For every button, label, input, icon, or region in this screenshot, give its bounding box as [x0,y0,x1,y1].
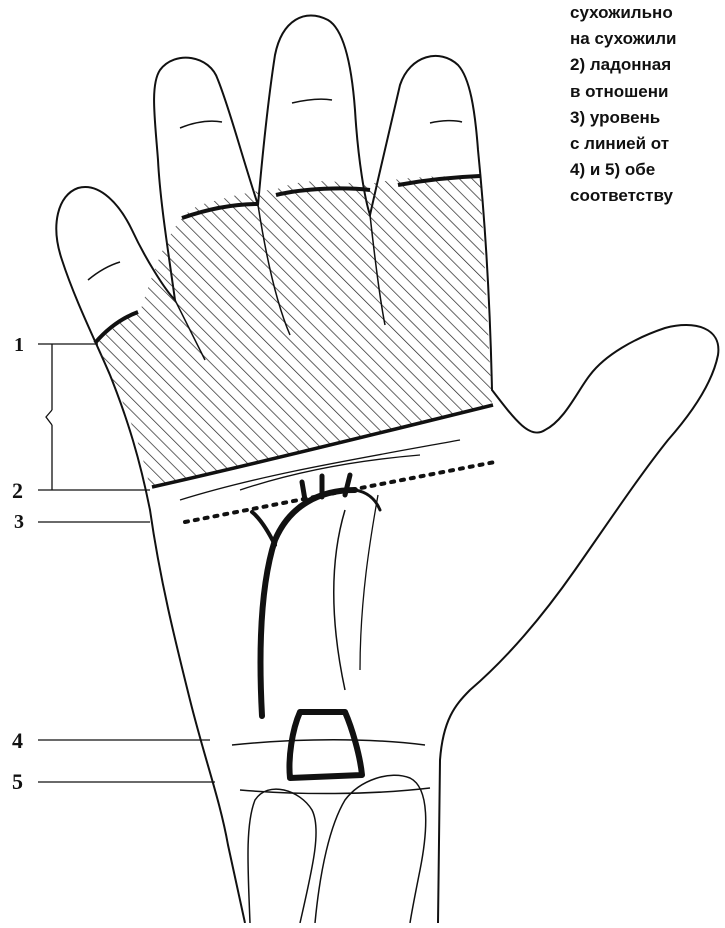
thenar-crease-2 [360,495,378,670]
caption-line-6: с линией от [570,131,725,157]
ulna-bone [315,775,426,923]
hatched-palm-zone [95,176,492,488]
thenar-crease [334,510,345,690]
caption-line-1: сухожильно [570,0,725,26]
caption-line-8: соответству [570,183,725,209]
bracket-notch [46,410,52,425]
caption-line-3: 2) ладонная [570,52,725,78]
tendon-branch-up-1 [302,482,305,500]
finger-crease-ring [292,99,332,103]
caption-line-5: 3) уровень [570,105,725,131]
level-label-3: 3 [14,512,24,532]
caption-line-4: в отношени [570,79,725,105]
level-label-1: 1 [14,335,24,355]
finger-crease-index [88,262,120,280]
level-label-4: 4 [12,731,23,751]
finger-crease-little [430,121,462,123]
finger-crease-middle [180,121,222,128]
level-label-5: 5 [12,772,23,792]
tendon-branch-left [252,512,275,545]
caption-text-block: сухожильно на сухожили 2) ладонная в отн… [570,0,725,262]
caption-line-7: 4) и 5) обе [570,157,725,183]
wrist-crease-upper [232,740,425,745]
caption-line-2: на сухожили [570,26,725,52]
radius-bone [248,789,316,923]
carpal-bone-cross-section [289,712,362,778]
level-label-2: 2 [12,481,23,501]
